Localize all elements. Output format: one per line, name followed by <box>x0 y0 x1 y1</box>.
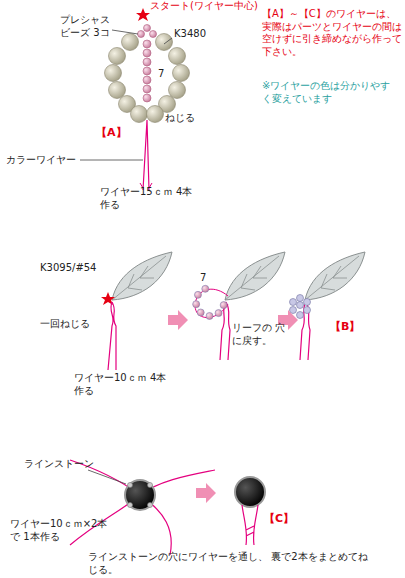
bead <box>169 48 186 65</box>
bead <box>206 312 213 319</box>
step-note: ねじる <box>165 112 195 125</box>
bead <box>122 34 139 51</box>
bead <box>147 106 164 123</box>
step-note: ラインストーンの穴にワイヤーを通し、 裏で2本をまとめてねじる。 <box>88 551 368 576</box>
bead <box>202 285 209 292</box>
bead <box>105 65 122 82</box>
part-number: K3095/#54 <box>40 262 96 275</box>
bead <box>194 291 201 298</box>
bead <box>143 58 151 66</box>
bead <box>156 34 173 51</box>
bead <box>173 65 190 82</box>
bead <box>297 302 304 309</box>
bead <box>290 307 297 314</box>
bead <box>144 25 151 32</box>
bead <box>143 76 151 84</box>
step-note: 一回ねじる <box>40 318 90 331</box>
note: ※ワイヤーの色は分かりやすく変えています <box>262 80 398 105</box>
bead-count: 7 <box>200 272 206 285</box>
bead <box>304 299 311 306</box>
bead <box>290 299 297 306</box>
bead-count: 7 <box>158 68 164 81</box>
start-note: スタート(ワイヤー中心) <box>150 0 258 13</box>
wire-spec: ワイヤー15ｃｍ 4本作る <box>100 186 196 211</box>
bead <box>193 301 200 308</box>
part-label: 【C】 <box>264 512 294 526</box>
bead <box>304 307 311 314</box>
part-name: プレシャス ビーズ 3コ <box>60 14 116 39</box>
part-label: 【A】 <box>96 126 127 140</box>
bead <box>143 67 151 75</box>
part-number: K3480 <box>174 28 206 41</box>
step-note: リーフの 穴に戻す。 <box>232 322 290 347</box>
bead <box>169 82 186 99</box>
bead <box>297 312 304 319</box>
bead <box>143 40 151 48</box>
bead <box>197 309 204 316</box>
note: 【A】～【C】のワイヤーは、実際はパーツとワイヤーの間は空けずに引き締めながら作… <box>262 8 402 58</box>
bead <box>143 49 151 57</box>
bead <box>297 295 304 302</box>
part-label: 【B】 <box>330 320 360 334</box>
bead <box>138 31 145 38</box>
bead <box>143 94 151 102</box>
bead <box>143 85 151 93</box>
part-name: ラインストーン <box>24 458 94 471</box>
bead <box>150 31 157 38</box>
bead <box>109 82 126 99</box>
bead <box>220 302 227 309</box>
wire-spec: ワイヤー10ｃｍ 4本作る <box>74 372 170 397</box>
bead <box>215 310 222 317</box>
bead <box>109 48 126 65</box>
bead <box>131 106 148 123</box>
wire-label: カラーワイヤー <box>6 154 76 167</box>
wire-spec: ワイヤー10ｃｍ×2本で 1本作る <box>10 518 110 543</box>
